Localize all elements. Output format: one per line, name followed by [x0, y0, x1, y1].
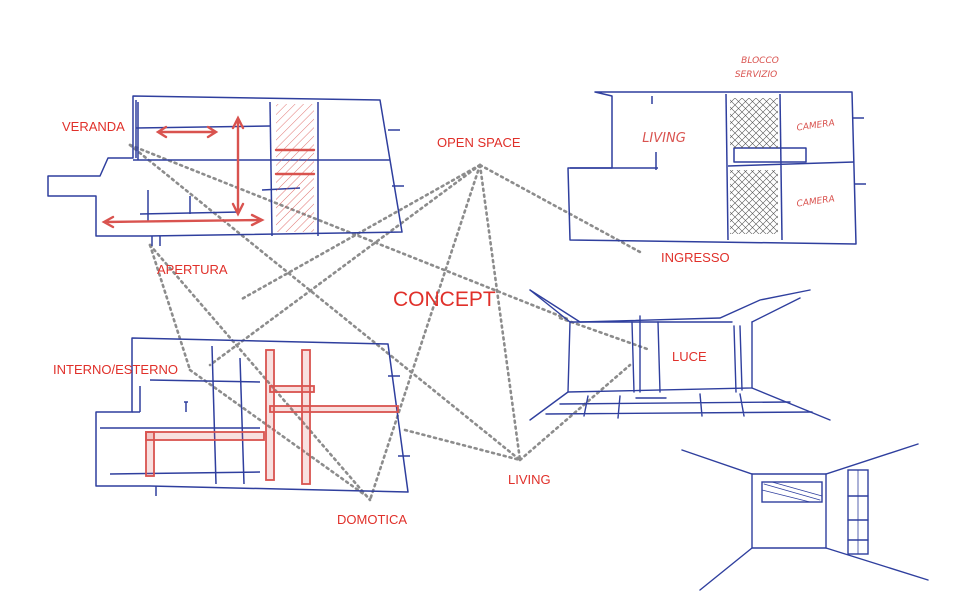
connector-line — [558, 316, 652, 352]
label-veranda: VERANDA — [62, 119, 125, 134]
connector-line — [478, 163, 642, 254]
note-servizio: SERVIZIO — [735, 70, 777, 80]
floor-plan-interno-esterno — [95, 337, 410, 496]
label-interno-esterno: INTERNO/ESTERNO — [53, 362, 178, 377]
connector-line — [368, 163, 482, 502]
label-living: LIVING — [508, 472, 551, 487]
connector-line — [148, 243, 372, 502]
label-apertura: APERTURA — [157, 262, 228, 277]
perspective-sketch-room — [681, 443, 929, 591]
connector-line — [208, 163, 482, 367]
label-domotica: DOMOTICA — [337, 512, 407, 527]
note-blocco: BLOCCO — [741, 56, 779, 66]
center-label: CONCEPT — [393, 288, 496, 311]
note-living: LIVING — [642, 131, 686, 146]
perspective-sketch-luce — [529, 289, 831, 421]
connector-line — [148, 243, 192, 372]
labels: VERANDA OPEN SPACE APERTURA INGRESSO CON… — [53, 119, 730, 527]
floor-plan-living: BLOCCO SERVIZIO LIVING CAMERA CAMERA — [567, 56, 866, 245]
label-luce: LUCE — [672, 349, 707, 364]
label-ingresso: INGRESSO — [661, 250, 730, 265]
note-camera-2: CAMERA — [796, 194, 835, 209]
connector-line — [403, 428, 522, 462]
label-open-space: OPEN SPACE — [437, 135, 521, 150]
connector-line — [518, 363, 632, 462]
floor-plan-veranda — [47, 95, 404, 246]
connector-line — [478, 163, 522, 462]
note-camera-1: CAMERA — [796, 118, 835, 133]
connector-line — [188, 368, 367, 497]
connector-line — [128, 143, 522, 462]
